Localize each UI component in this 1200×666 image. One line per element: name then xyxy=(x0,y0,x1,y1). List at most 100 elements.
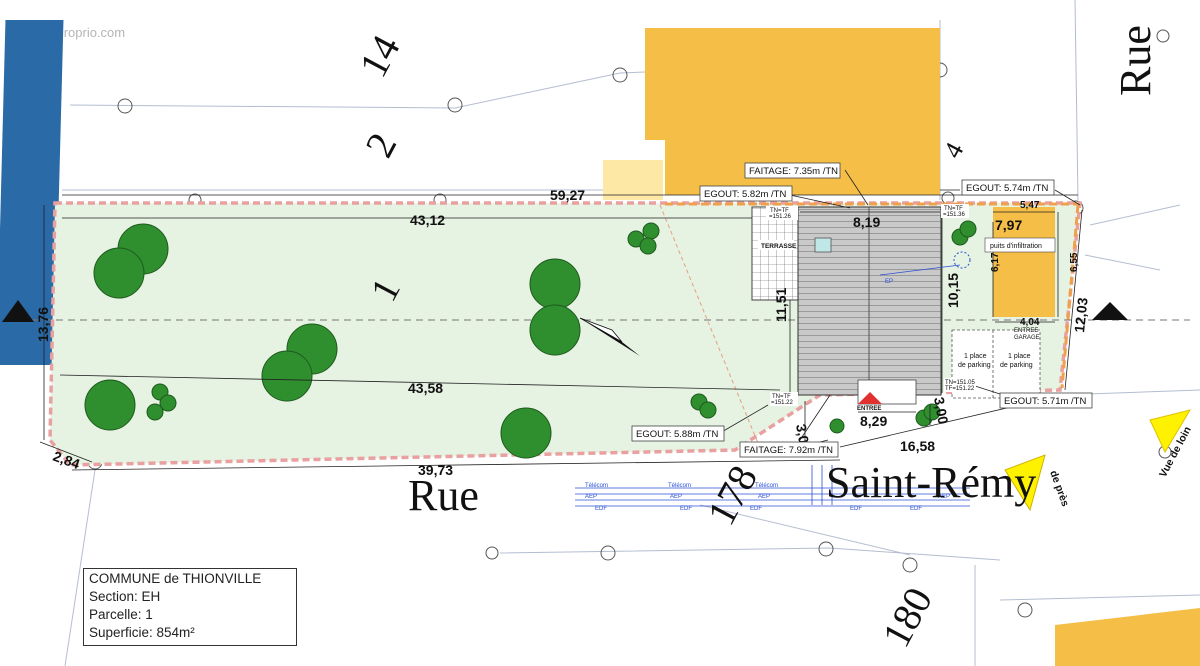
skylight xyxy=(814,237,832,253)
tree xyxy=(93,247,145,299)
division-line xyxy=(659,204,761,449)
svg-text:EDF: EDF xyxy=(850,506,862,512)
svg-text:TN=151.05: TN=151.05 xyxy=(945,380,976,386)
svg-text:EDF: EDF xyxy=(680,506,692,512)
dim-39-73: 39,73 xyxy=(418,462,453,478)
commune-label: COMMUNE de THIONVILLE xyxy=(89,571,262,586)
number-2: 2 xyxy=(356,125,405,164)
svg-text:de parking: de parking xyxy=(958,362,991,369)
dim-59-27: 59,27 xyxy=(550,187,585,203)
dim-10-15: 10,15 xyxy=(945,273,961,308)
dim-8-29: 8,29 xyxy=(860,413,887,429)
svg-text:TF=151.22: TF=151.22 xyxy=(945,386,975,392)
shrub xyxy=(699,401,717,419)
dim-6-55: 6,55 xyxy=(1069,252,1080,272)
street-saint-remy: Saint-Rémy xyxy=(826,458,1036,507)
number-180: 180 xyxy=(873,580,941,654)
section-marker-left xyxy=(2,300,34,322)
svg-text:=151.22: =151.22 xyxy=(771,400,794,406)
network-labels: Télécom AEP EDF Télécom AEP EDF Télécom … xyxy=(585,279,950,512)
svg-text:=151.26: =151.26 xyxy=(769,214,792,220)
viewpoint-near-icon xyxy=(1004,454,1046,512)
svg-text:EP: EP xyxy=(885,279,893,285)
garage xyxy=(993,207,1055,317)
dim-8-19: 8,19 xyxy=(853,214,880,230)
tree xyxy=(84,379,136,431)
shrub xyxy=(959,220,977,238)
shrub xyxy=(159,394,177,412)
elevation-labels: FAITAGE: 7.35m /TN EGOUT: 5.82m /TN EGOU… xyxy=(631,162,1093,458)
svg-text:ENTREE: ENTREE xyxy=(857,406,881,412)
dim-5-47: 5,47 xyxy=(1020,200,1040,211)
svg-text:=151.36: =151.36 xyxy=(943,212,966,218)
blue-building xyxy=(0,20,64,365)
svg-text:GARAGE: GARAGE xyxy=(1014,335,1040,341)
number-4: 4 xyxy=(938,138,970,163)
title-block: COMMUNE de THIONVILLE Section: EH Parcel… xyxy=(83,568,297,646)
shrub xyxy=(642,222,660,240)
terrace xyxy=(751,206,799,301)
svg-text:EDF: EDF xyxy=(595,506,607,512)
svg-text:EDF: EDF xyxy=(750,506,762,512)
shrub xyxy=(146,403,164,421)
svg-text:EGOUT: 5.82m /TN: EGOUT: 5.82m /TN xyxy=(704,189,786,200)
neighbor-building-orange xyxy=(645,28,940,195)
shrub xyxy=(639,237,657,255)
svg-text:TN=TF: TN=TF xyxy=(770,208,789,214)
boundary-orange-right xyxy=(1060,204,1080,389)
tree xyxy=(529,258,581,310)
dim-6-17: 6,17 xyxy=(990,252,1001,272)
svg-text:TN=TF: TN=TF xyxy=(772,394,791,400)
networks xyxy=(575,264,970,507)
parcel-label: Parcelle: 1 xyxy=(89,607,153,622)
svg-text:1 place: 1 place xyxy=(1008,353,1031,360)
dim-43-12: 43,12 xyxy=(410,212,445,228)
vue-de-pres-label: de près xyxy=(1047,469,1071,508)
shrub xyxy=(923,403,941,421)
svg-text:Télécom: Télécom xyxy=(585,483,608,489)
svg-text:AEP: AEP xyxy=(758,494,770,500)
tree xyxy=(529,304,581,356)
svg-text:EDF: EDF xyxy=(910,506,922,512)
svg-text:ENTREE: ENTREE xyxy=(1014,328,1038,334)
svg-text:Télécom: Télécom xyxy=(755,483,778,489)
svg-text:TERRASSE: TERRASSE xyxy=(761,243,797,250)
dim-11-51: 11,51 xyxy=(773,288,789,322)
svg-text:EGOUT: 5.71m /TN: EGOUT: 5.71m /TN xyxy=(1004,396,1086,407)
number-178: 178 xyxy=(698,458,766,532)
dim-7-97: 7,97 xyxy=(995,217,1022,233)
neighbor-building-pale xyxy=(603,160,663,200)
section-marker-right xyxy=(1092,302,1128,320)
svg-text:puits d'infiltration: puits d'infiltration xyxy=(990,243,1042,250)
svg-text:FAITAGE: 7.92m /TN: FAITAGE: 7.92m /TN xyxy=(744,445,833,456)
svg-text:TN=TF: TN=TF xyxy=(944,206,963,212)
svg-text:AEP: AEP xyxy=(938,494,950,500)
number-14: 14 xyxy=(350,28,409,84)
svg-text:EGOUT: 5.88m /TN: EGOUT: 5.88m /TN xyxy=(636,429,718,440)
dim-16-58: 16,58 xyxy=(900,438,935,454)
shrub xyxy=(829,418,845,434)
street-rue-top-right: Rue xyxy=(1111,25,1160,96)
infiltration-well xyxy=(953,251,971,269)
svg-text:AEP: AEP xyxy=(585,494,597,500)
street-rue-bottom: Rue xyxy=(408,471,479,520)
viewpoint-far-icon xyxy=(1149,409,1192,454)
small-tags: TERRASSE TN=TF =151.26 TN=TF =151.36 TN=… xyxy=(758,204,1040,412)
svg-text:de parking: de parking xyxy=(1000,362,1033,369)
dim-3-00-b: 3,00 xyxy=(931,396,952,426)
dimension-lines xyxy=(39,169,1083,471)
svg-text:Télécom: Télécom xyxy=(668,483,691,489)
svg-text:EGOUT: 5.74m /TN: EGOUT: 5.74m /TN xyxy=(966,183,1048,194)
north-arrow-icon xyxy=(579,317,640,356)
neighbor-building-bottom-right xyxy=(1055,608,1200,666)
trees xyxy=(84,220,977,459)
section-label: Section: EH xyxy=(89,589,161,604)
tree xyxy=(500,407,552,459)
svg-text:AEP: AEP xyxy=(670,494,682,500)
entrance-arrow xyxy=(858,392,882,404)
tree xyxy=(261,350,313,402)
svg-text:1 place: 1 place xyxy=(964,353,987,360)
dim-12-03: 12,03 xyxy=(1071,297,1091,334)
dim-4-04: 4,04 xyxy=(1020,317,1040,328)
